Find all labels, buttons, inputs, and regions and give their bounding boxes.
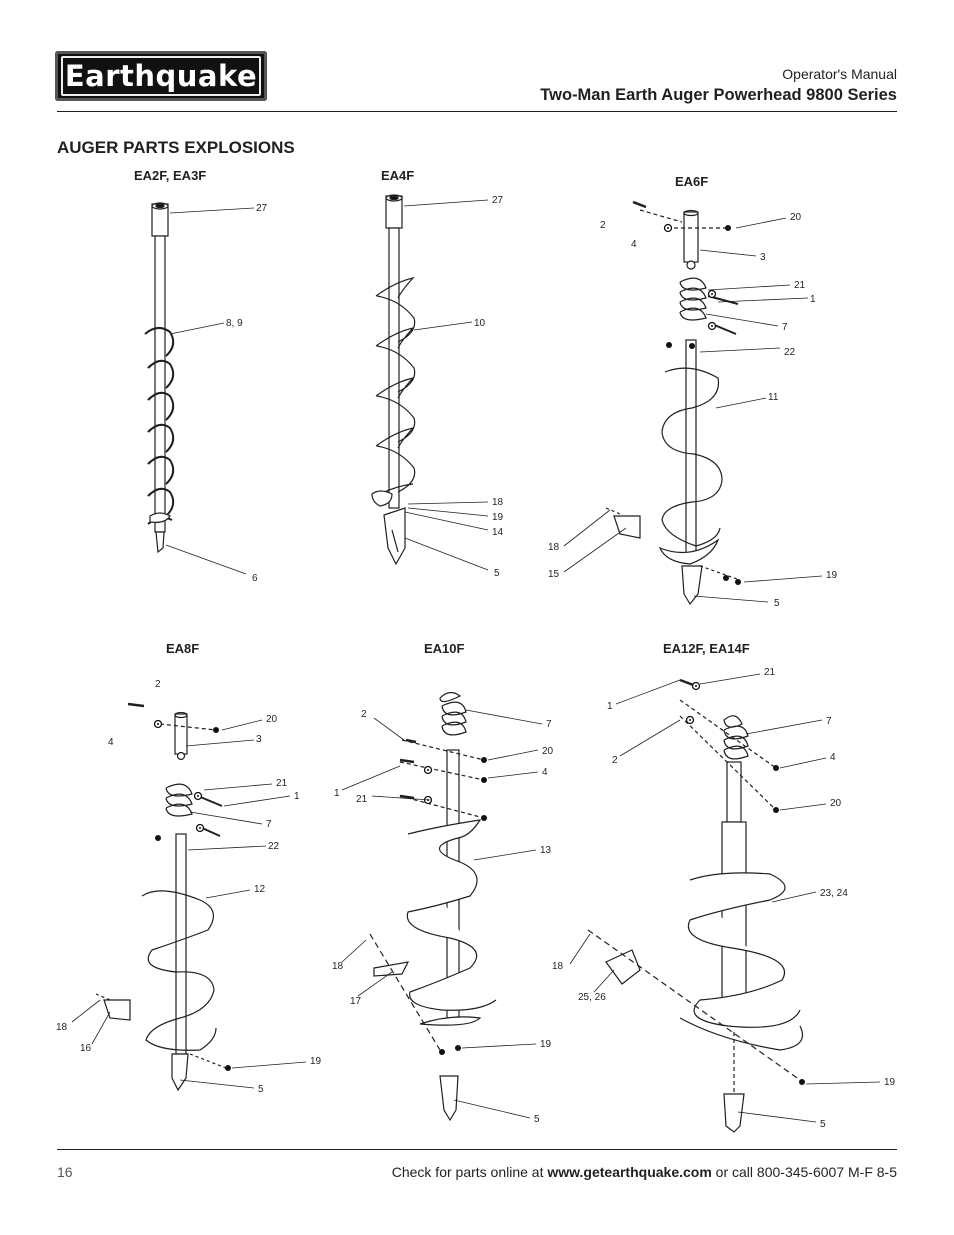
auger-ea4f-drawing xyxy=(371,194,416,566)
callout-ea6f-7: 7 xyxy=(782,322,788,333)
callout-ea12f-20: 20 xyxy=(830,798,842,809)
callout-ea10f-4: 4 xyxy=(542,767,548,778)
header-divider xyxy=(57,111,897,112)
footer-contact: Check for parts online at www.getearthqu… xyxy=(392,1164,897,1180)
callout-ea10f-2: 2 xyxy=(361,709,367,720)
callout-ea8f-3: 3 xyxy=(256,734,262,745)
callout-ea12f-21: 21 xyxy=(764,667,776,678)
callout-ea12f-18: 18 xyxy=(552,961,564,972)
figure-label-ea4f: EA4F xyxy=(381,168,415,183)
callout-ea8f-1: 1 xyxy=(294,791,300,802)
callout-ea4f-14: 14 xyxy=(492,527,504,538)
callout-ea8f-2: 2 xyxy=(155,679,161,690)
callout-ea8f-19: 19 xyxy=(310,1056,322,1067)
figure-label-ea6f: EA6F xyxy=(675,174,709,189)
auger-ea10f-drawing xyxy=(369,691,497,1122)
callout-ea6f-11: 11 xyxy=(768,392,779,403)
callout-ea12f-4: 4 xyxy=(830,752,836,763)
callout-ea4f-27: 27 xyxy=(492,195,504,206)
auger-ea2f-drawing xyxy=(144,202,175,554)
callout-ea6f-20: 20 xyxy=(790,212,802,223)
page-number: 16 xyxy=(57,1164,73,1180)
earthquake-logo: Earthquake xyxy=(55,51,267,101)
callout-ea6f-19: 19 xyxy=(826,570,838,581)
callout-ea12f-5: 5 xyxy=(820,1119,826,1130)
auger-ea12f-drawing xyxy=(587,678,804,1133)
callout-ea12f-23-24: 23, 24 xyxy=(820,888,848,899)
callout-ea12f-2: 2 xyxy=(612,755,618,766)
callout-ea12f-19: 19 xyxy=(884,1077,896,1088)
callout-ea10f-17: 17 xyxy=(350,996,362,1007)
figure-label-ea2f: EA2F, EA3F xyxy=(134,168,207,183)
callout-ea12f-7: 7 xyxy=(826,716,832,727)
callout-ea8f-5: 5 xyxy=(258,1084,264,1095)
callout-ea8f-20: 20 xyxy=(266,714,278,725)
callout-ea10f-21: 21 xyxy=(356,794,368,805)
figure-label-ea8f: EA8F xyxy=(166,641,200,656)
callout-ea10f-19: 19 xyxy=(540,1039,552,1050)
callout-ea8f-22: 22 xyxy=(268,841,280,852)
footer-divider xyxy=(57,1149,897,1150)
callout-ea2f-27: 27 xyxy=(256,203,268,214)
callout-ea10f-1: 1 xyxy=(334,788,340,799)
callout-ea8f-7: 7 xyxy=(266,819,272,830)
footer-text-prefix: Check for parts online at xyxy=(391,1164,548,1180)
callout-ea6f-2: 2 xyxy=(600,220,606,231)
manual-subtitle: Operator's Manual xyxy=(782,66,897,82)
hardware-markers xyxy=(153,223,805,1085)
auger-ea6f-drawing xyxy=(605,200,741,606)
callout-ea10f-13: 13 xyxy=(540,845,552,856)
callout-ea6f-4: 4 xyxy=(631,239,637,250)
callout-ea10f-18: 18 xyxy=(332,961,344,972)
callout-ea12f-1: 1 xyxy=(607,701,613,712)
callout-ea2f-8-9: 8, 9 xyxy=(226,318,243,329)
figure-label-ea10f: EA10F xyxy=(424,641,465,656)
callout-ea10f-5: 5 xyxy=(534,1114,540,1125)
callout-ea10f-20: 20 xyxy=(542,746,554,757)
section-title: AUGER PARTS EXPLOSIONS xyxy=(57,138,295,157)
footer-text-suffix: or call 800-345-6007 M-F 8-5 xyxy=(711,1164,897,1180)
callout-ea6f-1: 1 xyxy=(810,294,816,305)
callout-ea2f-6: 6 xyxy=(252,573,258,584)
callout-ea8f-18: 18 xyxy=(56,1022,68,1033)
callout-ea4f-5: 5 xyxy=(494,568,500,579)
callout-ea6f-18: 18 xyxy=(548,542,560,553)
callout-ea4f-10: 10 xyxy=(474,318,486,329)
callout-ea6f-5: 5 xyxy=(774,598,780,609)
callout-ea4f-19: 19 xyxy=(492,512,504,523)
callout-ea6f-15: 15 xyxy=(548,569,560,580)
manual-title: Two-Man Earth Auger Powerhead 9800 Serie… xyxy=(540,86,897,104)
logo-text: Earthquake xyxy=(64,59,258,93)
website-link[interactable]: www.getearthquake.com xyxy=(547,1164,712,1180)
callout-ea6f-21: 21 xyxy=(794,280,806,291)
callout-ea10f-7: 7 xyxy=(546,719,552,730)
callout-ea8f-4: 4 xyxy=(108,737,114,748)
callout-ea8f-21: 21 xyxy=(276,778,288,789)
callout-ea6f-3: 3 xyxy=(760,252,766,263)
callout-ea8f-16: 16 xyxy=(80,1043,92,1054)
figure-label-ea12f: EA12F, EA14F xyxy=(663,641,750,656)
auger-ea8f-drawing xyxy=(95,702,227,1092)
callout-ea8f-12: 12 xyxy=(254,884,266,895)
callout-ea4f-18: 18 xyxy=(492,497,504,508)
callout-ea12f-25-26: 25, 26 xyxy=(578,992,606,1003)
callout-ea6f-22: 22 xyxy=(784,347,796,358)
